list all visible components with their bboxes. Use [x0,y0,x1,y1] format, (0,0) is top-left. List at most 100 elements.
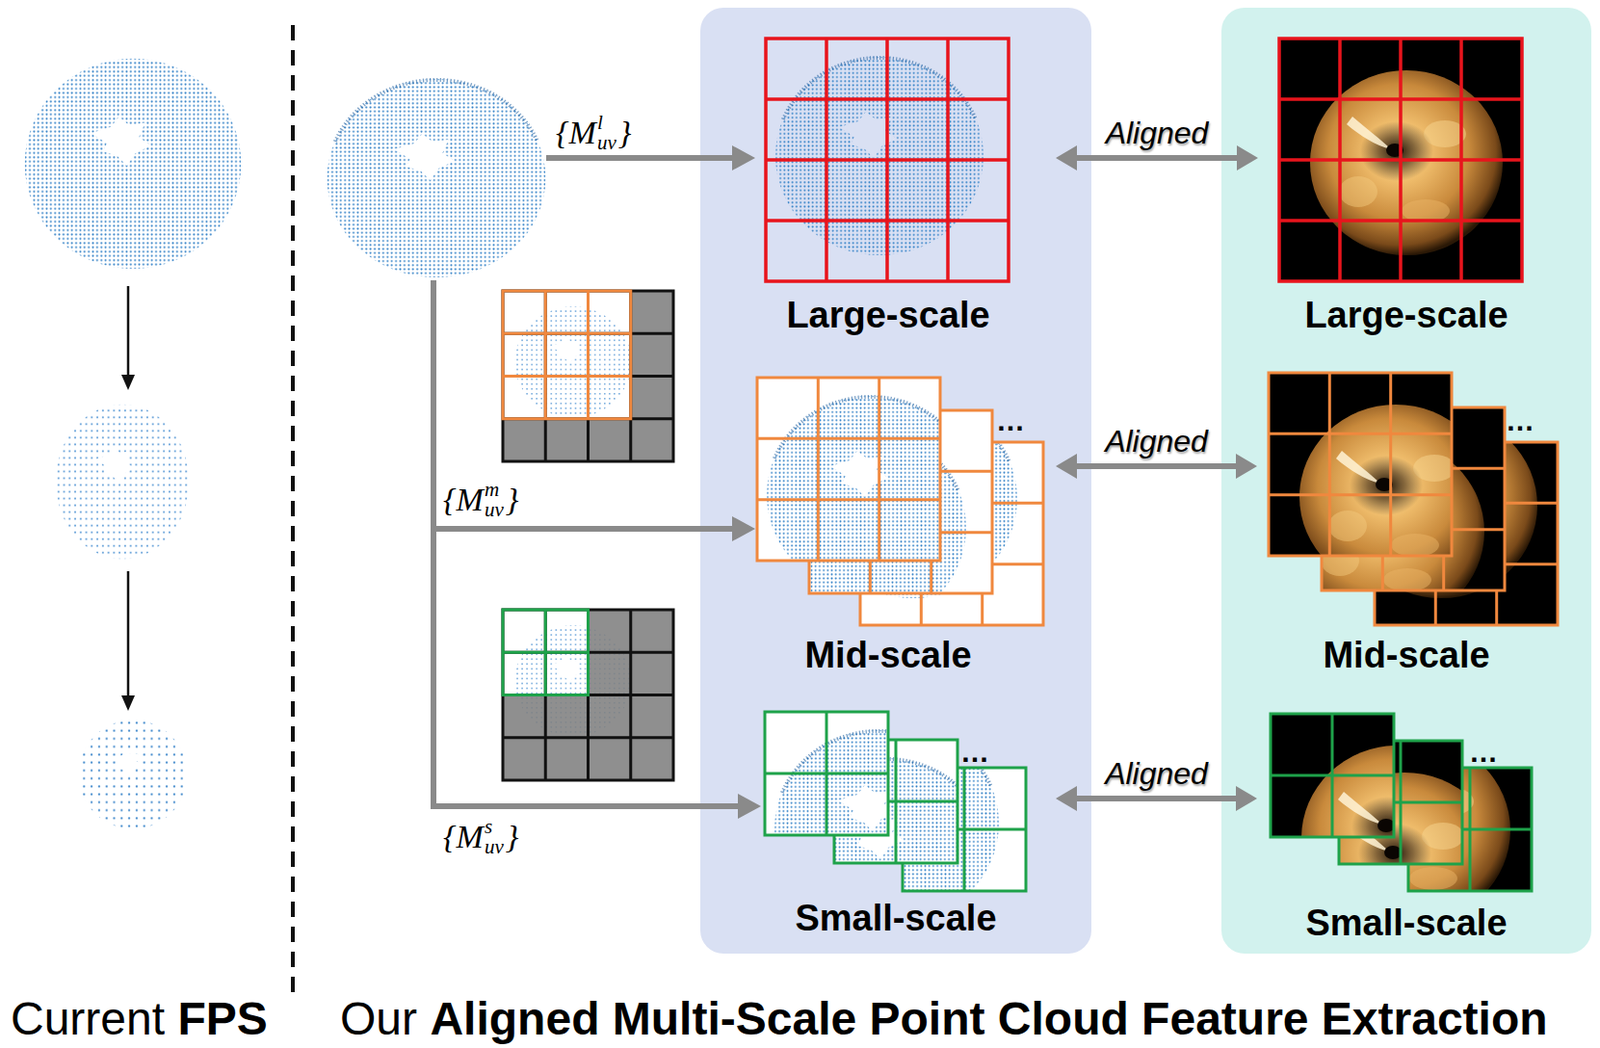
math-subscript: uv [597,132,617,154]
image-grid [1270,713,1495,931]
math-indices: suv [484,816,504,858]
point-grid [757,377,975,595]
caption-line: CurrentFPS [10,992,268,1046]
point-cloud [55,404,189,560]
point-cloud [774,730,889,836]
mask-set-label: {Msuv} [443,816,519,858]
caption-bold: Aligned Multi-Scale Point Cloud Feature … [429,992,1548,1046]
mask-grid [502,290,674,462]
arrow-head [732,516,756,542]
grid-frame [1279,38,1522,282]
grid-frame [1268,372,1452,556]
point-cloud [766,395,941,561]
grid-lines [1270,713,1394,838]
scale-label: Large-scale [1304,294,1508,338]
arrow-line [433,525,735,532]
math-indices: muv [484,479,504,521]
arrow-line [433,280,740,807]
downsample-arrow [127,571,131,699]
grid-lines [502,290,674,462]
arrow-head [732,145,756,171]
grid-lines [1268,372,1452,556]
point-cloud [78,719,187,829]
math-symbol: } [618,114,632,151]
caption-text: Current [10,992,165,1046]
ellipsis: … [996,406,1025,436]
math-symbol: {M [443,481,484,518]
scale-group: Large-scale [1279,38,1522,340]
scale-label: Mid-scale [1322,634,1490,678]
ellipsis: … [1468,737,1498,767]
bagel-photo [1299,404,1452,556]
arrow-line [1075,463,1238,470]
arrow-head [121,374,135,391]
point-cloud [327,78,547,278]
scale-label: Mid-scale [804,634,971,678]
ellipsis: … [1505,406,1535,436]
math-symbol: } [505,818,520,855]
scale-label: Small-scale [794,897,997,941]
image-ground [1279,38,1522,282]
arrow-head [737,793,761,819]
grid-lines [1279,38,1522,282]
divider [290,25,295,993]
arrow-head [1235,786,1258,812]
scale-group: Large-scale [765,38,1009,340]
ellipsis: … [960,737,990,767]
grid-lines [765,38,1009,282]
grid-frame [764,711,889,836]
math-subscript: uv [484,499,504,521]
math-symbol: } [505,481,520,518]
image-grid [1279,38,1522,282]
grid-frame [757,377,941,561]
grid-lines [757,377,941,561]
downsample-arrow [127,286,131,378]
math-symbol: {M [555,114,597,151]
math-indices: luv [597,112,617,154]
arrow-head [1235,453,1258,479]
math-subscript: uv [484,837,504,858]
edge-label: Aligned [1105,116,1209,151]
grid-frame [1270,713,1394,838]
grid-frame [502,290,674,462]
grid-lines [502,609,589,696]
grid-frame [502,609,589,696]
edge-label: Aligned [1104,424,1208,459]
caption-bold: FPS [178,992,268,1046]
point-cloud [515,306,632,418]
edge-label: Aligned [1104,757,1208,791]
arrow-head [1055,145,1077,171]
point-cloud [25,58,242,269]
math-superscript: m [484,479,499,500]
image-grid [1268,372,1493,590]
grid-lines [502,290,631,420]
grid-frame [502,290,631,420]
mask-arrows [433,145,761,819]
mask-cells [502,609,674,781]
grid-frame [502,609,674,781]
math-symbol: {M [443,818,484,855]
arrow-line [1075,795,1238,802]
mask-set-label: {Mmuv} [443,479,519,521]
arrow-head [1236,145,1259,171]
caption-line: OurAligned Multi-Scale Point Cloud Featu… [340,992,1548,1046]
math-superscript: s [484,816,493,838]
point-panel [700,7,1092,954]
grid-lines [502,609,674,781]
grid-lines [764,711,889,836]
mask-grid [502,609,674,781]
point-cloud [775,56,984,256]
scale-label: Large-scale [786,294,990,338]
grid-frame [765,38,1009,282]
bagel-photo [1301,745,1394,838]
caption-text: Our [340,992,418,1046]
arrow-line [1075,155,1239,161]
arrow-line [546,155,735,161]
scale-label: Small-scale [1305,902,1507,945]
arrow-head [1055,453,1077,479]
arrow-head [1055,786,1077,812]
math-superscript: l [597,112,604,133]
